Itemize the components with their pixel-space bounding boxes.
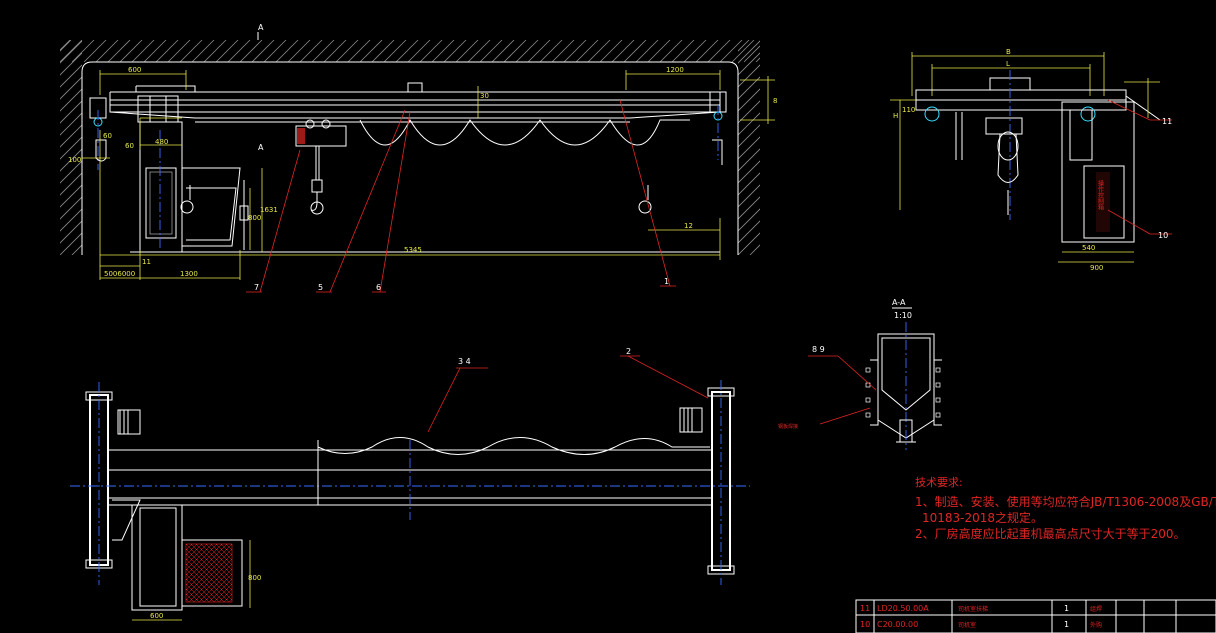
callout-3-4: 3 4	[458, 357, 471, 366]
dim-11: 11	[142, 258, 151, 266]
dim-side-540: 540	[1082, 244, 1095, 252]
dim-side-h: H	[893, 112, 898, 120]
row-11-qty: 1	[1064, 604, 1069, 613]
dim-plan-800: 800	[248, 574, 261, 582]
row-11-name: 司机室扶梯	[958, 605, 988, 613]
dim-plan-600: 600	[150, 612, 163, 620]
callout-6: 6	[376, 283, 381, 292]
section-bolts	[865, 367, 941, 418]
hook-right	[638, 185, 652, 214]
electric-hoist	[295, 119, 347, 215]
hook-left	[180, 185, 194, 214]
section-scale: 1:10	[894, 311, 912, 320]
cabinet-label: 操作控制箱	[1097, 179, 1104, 211]
dim-side-l: L	[1006, 60, 1010, 68]
dim-60-a: 60	[125, 142, 134, 150]
tech-line-2: 10183-2018之规定。	[922, 510, 1043, 525]
row-10-qty: 1	[1064, 620, 1069, 629]
row-10-no: 10	[860, 620, 870, 629]
callout-7: 7	[254, 283, 259, 292]
callout-10: 10	[1158, 231, 1168, 240]
tech-title: 技术要求:	[915, 476, 963, 489]
dim-1631: 1631	[260, 206, 278, 214]
section-a-a: A-A 1:10 8 9 钢板焊接	[778, 298, 942, 450]
tech-line-1: 1、制造、安装、使用等均应符合JB/T1306-2008及GB/T	[915, 494, 1216, 509]
row-11-code: LD20.50.00A	[877, 604, 929, 613]
plan-view: 800 600 3 4 2	[70, 347, 750, 621]
end-trucks	[89, 91, 727, 170]
dim-5345: 5345	[404, 246, 422, 254]
dim-1300: 1300	[180, 270, 198, 278]
side-view: B L 操作控制箱 H 110 540 900 11 1	[890, 48, 1172, 272]
row-11-no: 11	[860, 604, 870, 613]
title-block: 11 LD20.50.00A 司机室扶梯 1 组焊 10 C20.00.00 司…	[855, 599, 1216, 633]
row-10-note: 外购	[1090, 621, 1102, 629]
steel-plate-label: 钢板焊接	[778, 423, 798, 430]
festoon-cable	[359, 118, 690, 146]
dim-1200: 1200	[666, 66, 684, 74]
callout-8-9: 8 9	[812, 345, 825, 354]
bridge-girder	[109, 82, 721, 123]
technical-requirements: 技术要求: 1、制造、安装、使用等均应符合JB/T1306-2008及GB/T …	[915, 476, 1216, 541]
callouts-front: 7 5 6 1	[246, 99, 676, 293]
dim-30: 30	[480, 92, 489, 100]
section-mark-mid: A	[258, 143, 264, 152]
section-mark-top: A	[258, 23, 264, 32]
dim-side-b: B	[1006, 48, 1011, 56]
row-10-code: C20.00.00	[877, 620, 918, 629]
dimension-texts: 600 1200 30 8 60 60 100 480 1631 800 12 …	[68, 66, 777, 278]
front-elevation: 600 1200 30 8 60 60 100 480 1631 800 12 …	[60, 23, 777, 293]
dim-800: 800	[248, 214, 261, 222]
callout-1: 1	[664, 277, 669, 286]
dim-60-b: 60	[103, 132, 112, 140]
callout-5: 5	[318, 283, 323, 292]
dim-12: 12	[684, 222, 693, 230]
dim-5006000: 5006000	[104, 270, 135, 278]
building-wall-hatch	[60, 40, 760, 255]
dim-100: 100	[68, 156, 81, 164]
section-title: A-A	[892, 298, 906, 307]
callout-11: 11	[1162, 117, 1172, 126]
dim-480: 480	[155, 138, 168, 146]
dim-side-110: 110	[902, 106, 915, 114]
dim-side-900: 900	[1090, 264, 1103, 272]
cab-floor-crosshatch	[186, 544, 232, 602]
tech-line-3: 2、厂房高度应比起重机最高点尺寸大于等于200。	[915, 526, 1186, 541]
callout-2: 2	[626, 347, 631, 356]
row-11-note: 组焊	[1090, 605, 1102, 613]
dim-8: 8	[773, 97, 777, 105]
dim-600: 600	[128, 66, 141, 74]
row-10-name: 司机室	[958, 621, 976, 629]
dimension-lines	[82, 70, 775, 280]
